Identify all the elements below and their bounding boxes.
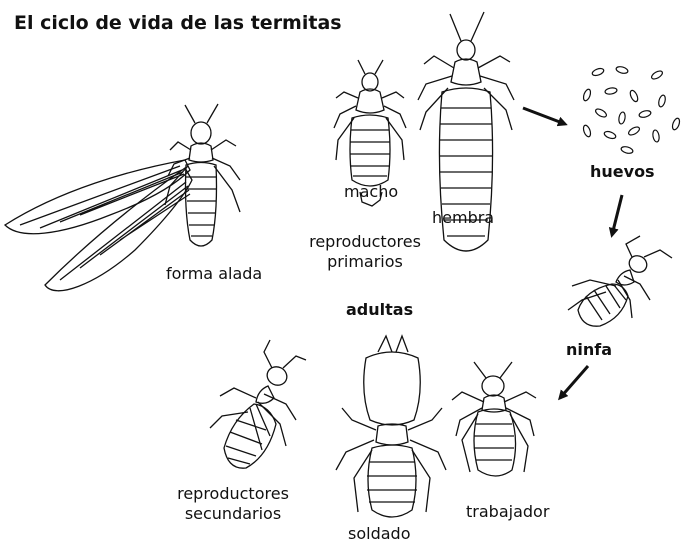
winged-termite-illustration xyxy=(3,103,241,292)
worker-termite-illustration xyxy=(451,361,537,477)
label-nymph: ninfa xyxy=(566,340,613,359)
female-termite-illustration xyxy=(417,11,515,252)
secondary-reproductive-illustration xyxy=(209,339,307,469)
label-eggs: huevos xyxy=(590,162,655,181)
label-primary-reproductives-line1: reproductores xyxy=(309,232,421,251)
label-female: hembra xyxy=(432,208,495,227)
label-adults: adultas xyxy=(346,300,414,319)
label-winged-form: forma alada xyxy=(166,264,263,283)
arrow-to-eggs xyxy=(522,106,568,127)
label-secondary-reproductives-line1: reproductores xyxy=(177,484,289,503)
label-secondary-reproductives-line2: secundarios xyxy=(184,504,282,523)
label-worker: trabajador xyxy=(466,502,550,521)
label-soldier: soldado xyxy=(348,524,411,543)
eggs-illustration xyxy=(582,66,681,154)
arrow-to-nymph xyxy=(608,194,624,238)
arrow-to-worker xyxy=(558,365,590,401)
male-termite-illustration xyxy=(333,59,407,207)
label-primary-reproductives: reproductores primarios xyxy=(300,232,430,272)
label-secondary-reproductives: reproductores secundarios xyxy=(168,484,298,524)
label-primary-reproductives-line2: primarios xyxy=(327,252,403,271)
diagram-title: El ciclo de vida de las termitas xyxy=(14,12,342,34)
soldier-termite-illustration xyxy=(335,334,447,518)
nymph-illustration xyxy=(567,235,673,327)
label-male: macho xyxy=(344,182,399,201)
